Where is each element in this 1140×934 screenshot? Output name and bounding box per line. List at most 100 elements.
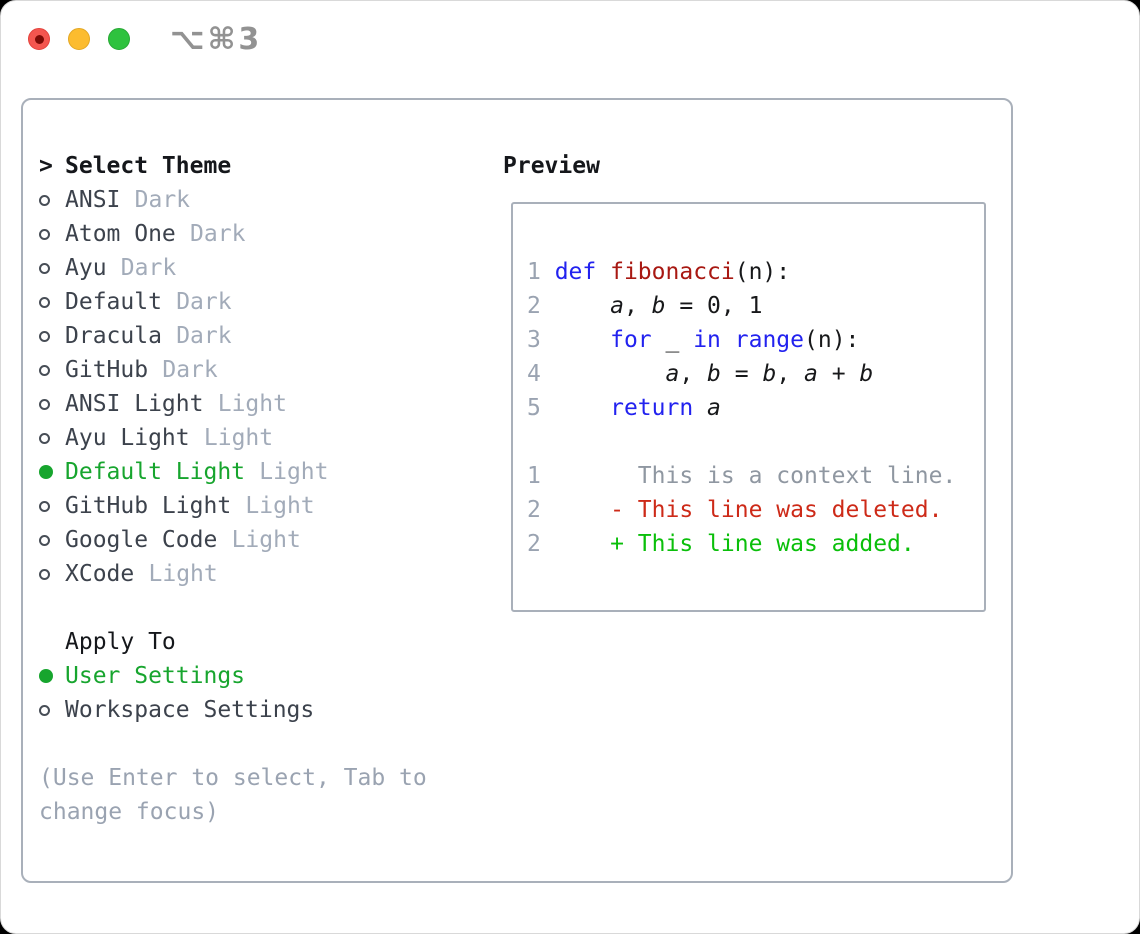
preview-title: Preview xyxy=(503,153,600,179)
option-label: Atom One xyxy=(65,221,176,247)
radio-icon xyxy=(39,569,65,580)
code-line: 5 return a xyxy=(527,391,984,425)
option-label: Workspace Settings xyxy=(65,697,315,723)
apply-to-title: Apply To xyxy=(65,629,176,655)
theme-option[interactable]: Dracula Dark xyxy=(39,319,427,353)
record-dot-icon xyxy=(34,34,44,44)
apply-option[interactable]: User Settings xyxy=(39,659,427,693)
theme-variant-tag: Dark xyxy=(176,289,232,315)
option-label: XCode xyxy=(65,561,135,587)
help-text: (Use Enter to select, Tab to change focu… xyxy=(39,761,427,829)
option-label: Default xyxy=(65,289,162,315)
theme-option[interactable]: ANSI Dark xyxy=(39,183,427,217)
theme-option[interactable]: Ayu Dark xyxy=(39,251,427,285)
preview-column: Preview 1 def fibonacci(n): 2 a, b = 0, 1… xyxy=(503,149,986,612)
theme-variant-tag: Light xyxy=(245,493,315,519)
select-theme-title: Select Theme xyxy=(65,153,232,179)
minimize-button[interactable] xyxy=(68,28,90,50)
theme-variant-tag: Dark xyxy=(190,221,246,247)
theme-variant-tag: Dark xyxy=(176,323,232,349)
code-preview: 1 def fibonacci(n): 2 a, b = 0, 1 3 for _… xyxy=(527,255,984,561)
option-label: Ayu Light xyxy=(65,425,190,451)
code-line: 3 for _ in range(n): xyxy=(527,323,984,357)
help-text-line: (Use Enter to select, Tab to xyxy=(39,765,427,791)
apply-to-list: User Settings Workspace Settings xyxy=(39,659,427,727)
theme-option[interactable]: Atom One Dark xyxy=(39,217,427,251)
theme-option[interactable]: GitHub Light Light xyxy=(39,489,427,523)
option-label: ANSI Light xyxy=(65,391,204,417)
theme-variant-tag: Light xyxy=(203,425,274,451)
line-number: 2 xyxy=(527,531,541,557)
radio-icon xyxy=(39,229,65,240)
code-text: for _ in range(n): xyxy=(610,327,860,353)
theme-variant-tag: Light xyxy=(231,527,301,553)
option-label: ANSI xyxy=(65,187,121,213)
theme-variant-tag: Light xyxy=(217,391,287,417)
code-line: 1 def fibonacci(n): xyxy=(527,255,984,289)
theme-variant-tag: Dark xyxy=(134,187,191,213)
cursor-arrow-icon: > xyxy=(39,153,53,179)
code-line xyxy=(527,425,984,459)
radio-icon xyxy=(39,297,65,308)
apply-option[interactable]: Workspace Settings xyxy=(39,693,427,727)
code-text: a, b = b, a + b xyxy=(665,361,874,387)
theme-option[interactable]: GitHub Dark xyxy=(39,353,427,387)
line-number: 1 xyxy=(527,259,541,285)
apply-to-header: Apply To xyxy=(65,625,427,659)
theme-variant-tag: Light xyxy=(259,459,329,485)
radio-icon xyxy=(39,535,65,546)
code-text: + This line was added. xyxy=(554,531,915,557)
option-label: GitHub xyxy=(65,357,149,383)
option-label: Default Light xyxy=(65,459,246,485)
code-line: 2 + This line was added. xyxy=(527,527,984,561)
theme-variant-tag: Dark xyxy=(120,255,177,281)
radio-icon xyxy=(39,365,65,376)
radio-icon xyxy=(39,399,65,410)
option-label: Ayu xyxy=(65,255,107,281)
theme-option[interactable]: Ayu Light Light xyxy=(39,421,427,455)
option-label: GitHub Light xyxy=(65,493,232,519)
close-button[interactable] xyxy=(28,28,50,50)
preview-box: 1 def fibonacci(n): 2 a, b = 0, 1 3 for _… xyxy=(511,202,986,612)
help-text-line: change focus) xyxy=(39,799,220,825)
radio-icon xyxy=(39,433,65,444)
radio-icon xyxy=(39,705,65,716)
theme-option[interactable]: Default Dark xyxy=(39,285,427,319)
select-theme-header: > Select Theme xyxy=(39,149,427,183)
code-text: - This line was deleted. xyxy=(554,497,943,523)
theme-option[interactable]: Default Light Light xyxy=(39,455,427,489)
code-line: 1 This is a context line. xyxy=(527,459,984,493)
spacer xyxy=(39,727,427,761)
line-number: 4 xyxy=(527,361,541,387)
code-line: 4 a, b = b, a + b xyxy=(527,357,984,391)
line-number: 2 xyxy=(527,497,541,523)
spacer xyxy=(39,591,427,625)
theme-option[interactable]: ANSI Light Light xyxy=(39,387,427,421)
radio-icon xyxy=(39,465,65,479)
maximize-button[interactable] xyxy=(108,28,130,50)
keyboard-shortcut-label: ⌥⌘3 xyxy=(170,22,263,57)
code-line: 2 - This line was deleted. xyxy=(527,493,984,527)
line-number: 5 xyxy=(527,395,541,421)
radio-icon xyxy=(39,195,65,206)
theme-variant-tag: Dark xyxy=(162,357,218,383)
code-text: def fibonacci(n): xyxy=(554,259,791,285)
line-number: 1 xyxy=(527,463,541,489)
radio-icon xyxy=(39,263,65,274)
code-text: This is a context line. xyxy=(554,463,957,489)
line-number: 2 xyxy=(527,293,541,319)
radio-icon xyxy=(39,501,65,512)
option-label: Google Code xyxy=(65,527,218,553)
theme-variant-tag: Light xyxy=(148,561,218,587)
theme-option[interactable]: Google Code Light xyxy=(39,523,427,557)
preview-header: Preview xyxy=(503,149,986,183)
code-line: 2 a, b = 0, 1 xyxy=(527,289,984,323)
option-label: Dracula xyxy=(65,323,162,349)
line-number: 3 xyxy=(527,327,541,353)
option-label: User Settings xyxy=(65,663,246,689)
theme-option[interactable]: XCode Light xyxy=(39,557,427,591)
titlebar: ⌥⌘3 xyxy=(1,1,1139,98)
